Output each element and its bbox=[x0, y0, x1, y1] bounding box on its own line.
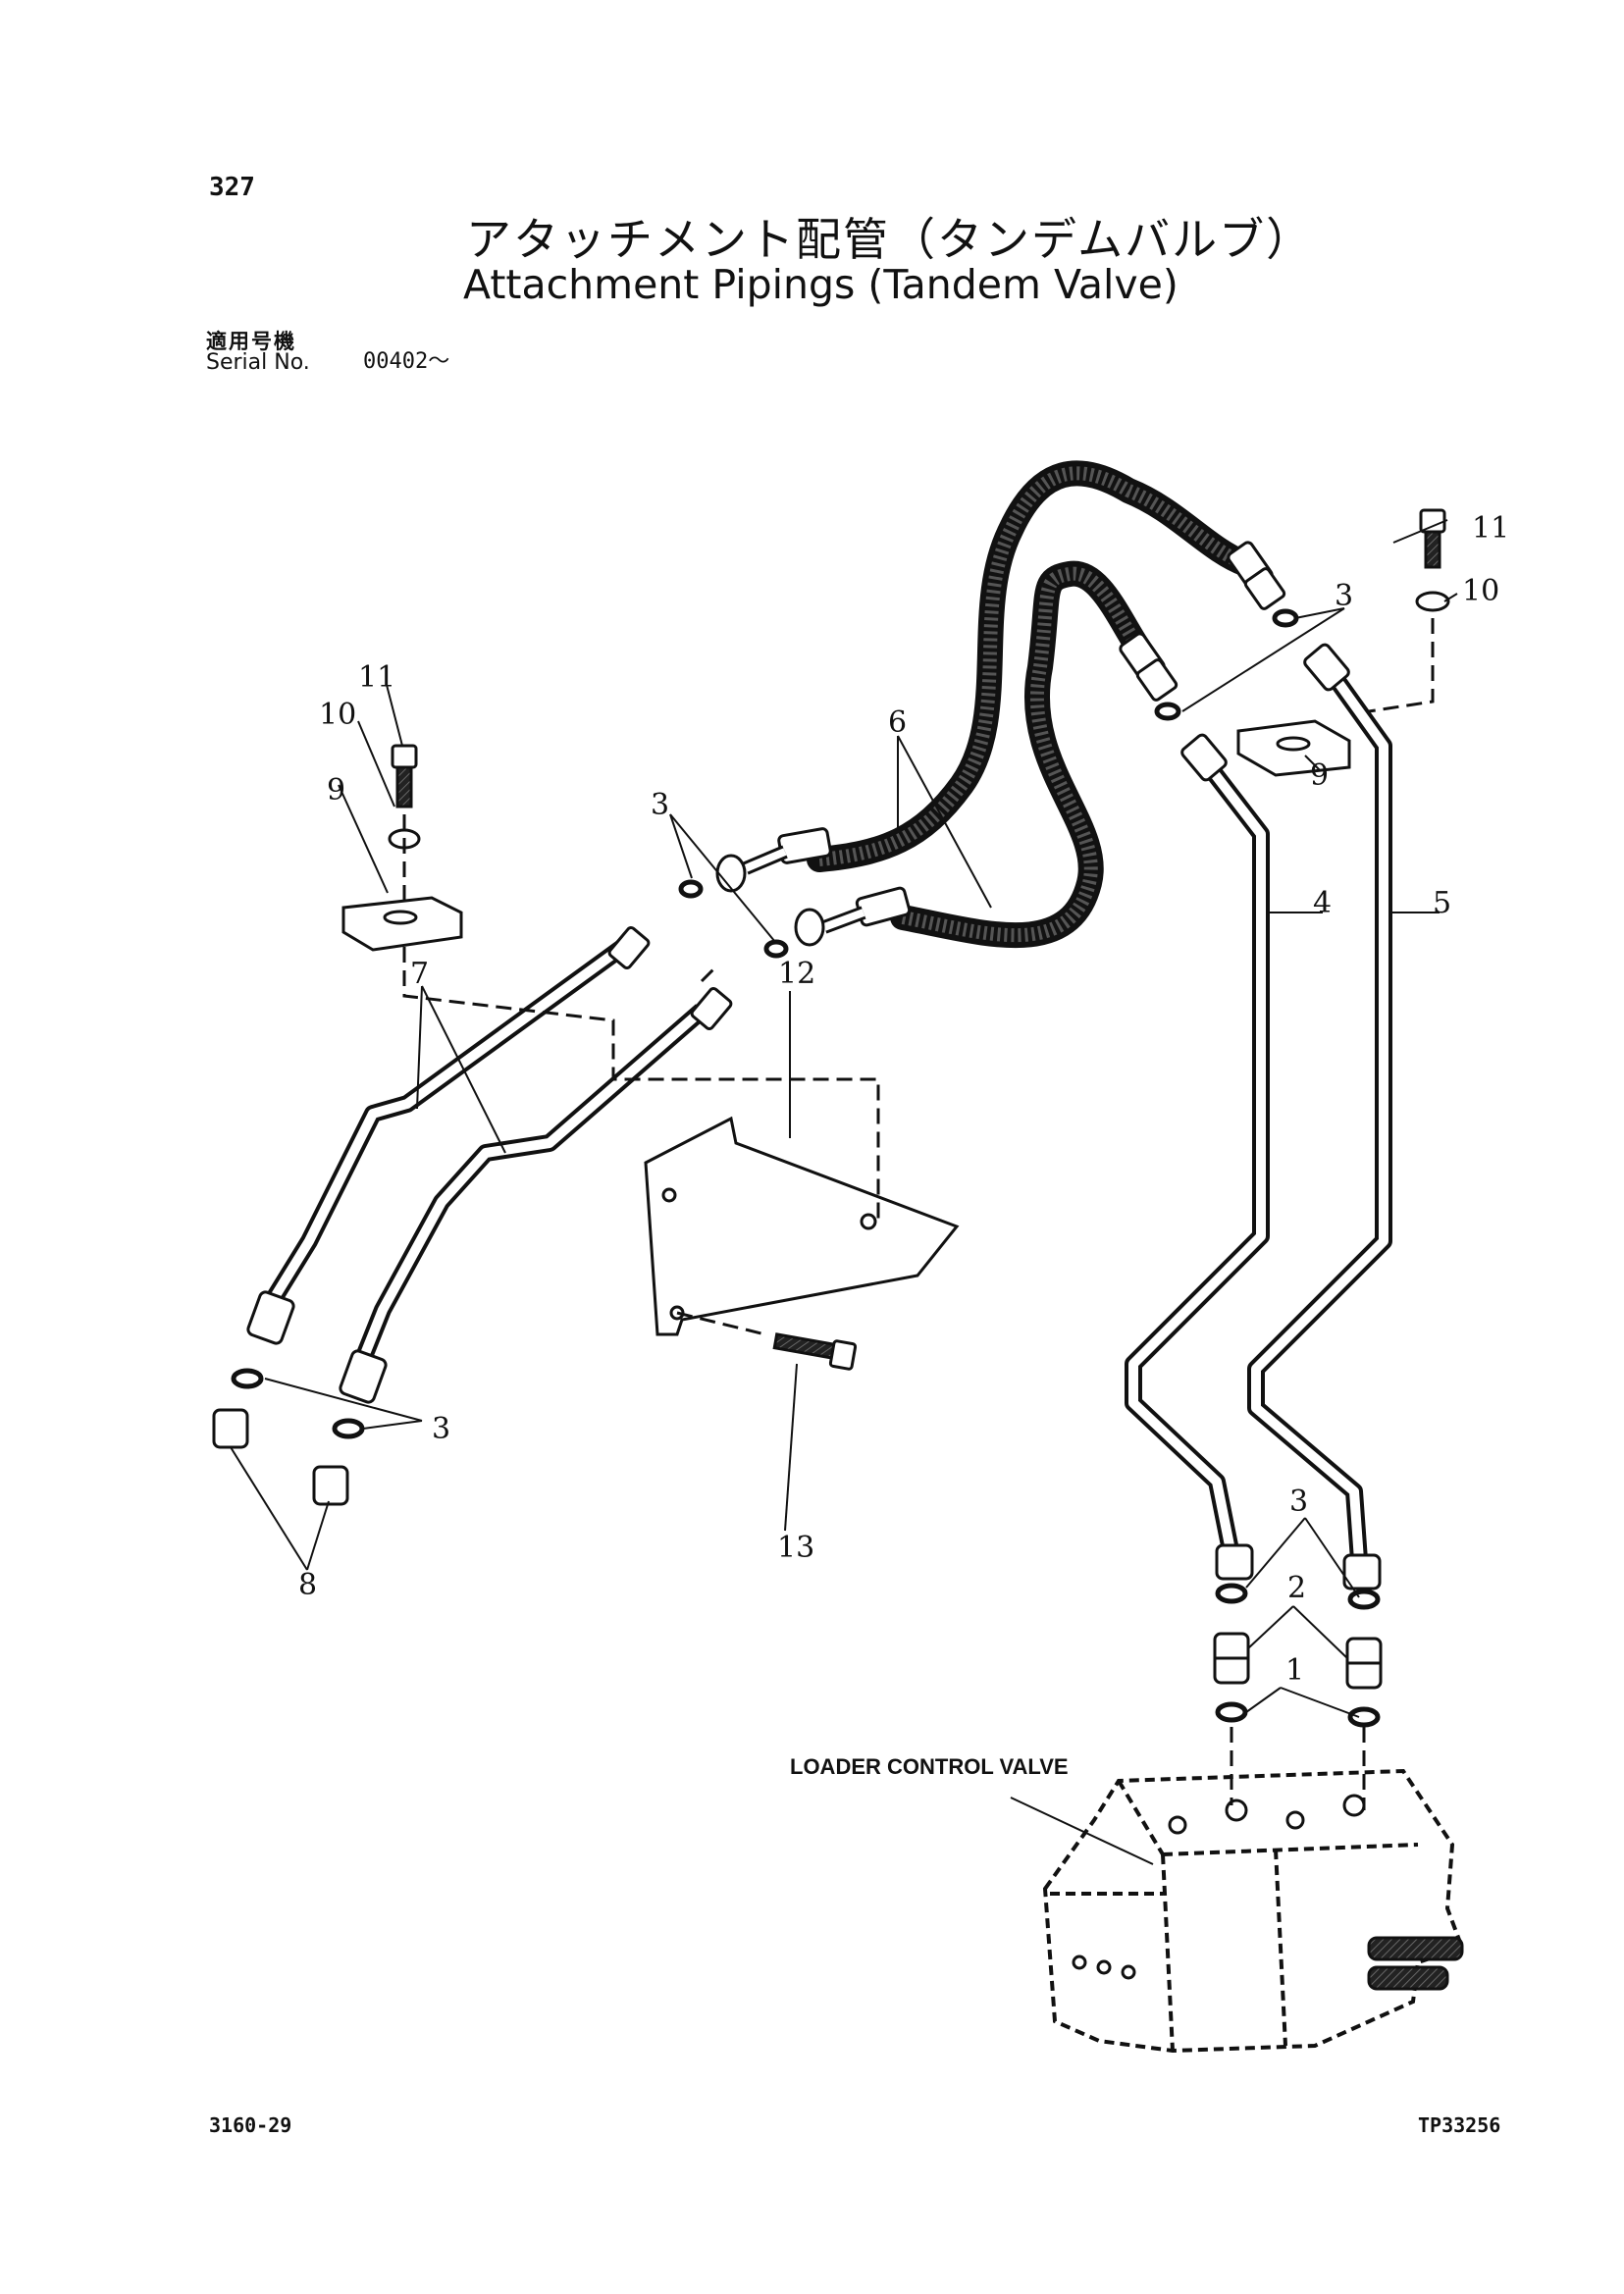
pipe-7-nuts bbox=[246, 925, 733, 1404]
serial-label: 適用号機 Serial No. bbox=[206, 330, 310, 375]
callout-11-left: 11 bbox=[358, 660, 395, 695]
callout-4: 4 bbox=[1313, 886, 1332, 920]
title-english: Attachment Pipings (Tandem Valve) bbox=[463, 261, 1179, 308]
serial-label-en: Serial No. bbox=[206, 350, 310, 375]
callout-8: 8 bbox=[298, 1568, 317, 1602]
hose-fittings bbox=[777, 541, 1286, 927]
hose-upper bbox=[807, 460, 1259, 872]
document-code: 3160-29 bbox=[209, 2113, 292, 2137]
hose-lower bbox=[890, 560, 1151, 949]
clamp-right-9 bbox=[1236, 719, 1351, 777]
callout-12: 12 bbox=[778, 957, 815, 991]
clamp-left-9 bbox=[341, 896, 463, 952]
loader-control-valve-label: LOADER CONTROL VALVE bbox=[790, 1754, 1069, 1779]
callout-3-bottom: 3 bbox=[432, 1412, 450, 1446]
page-number: 327 bbox=[209, 173, 255, 202]
serial-label-jp: 適用号機 bbox=[206, 330, 296, 353]
hose-swivel-ends bbox=[715, 845, 866, 947]
figure-code: TP33256 bbox=[1418, 2113, 1501, 2137]
callout-10-right: 10 bbox=[1462, 574, 1499, 608]
dashed-leaders bbox=[402, 618, 1435, 1810]
callout-11-right: 11 bbox=[1472, 511, 1509, 546]
bolts-washers bbox=[388, 508, 1450, 850]
valve-spools bbox=[1367, 1936, 1464, 1991]
plug-nuts-8 bbox=[212, 1408, 349, 1506]
callout-6: 6 bbox=[888, 705, 907, 740]
bolt-13 bbox=[772, 1332, 858, 1371]
callout-leaders bbox=[230, 519, 1458, 1865]
callout-1: 1 bbox=[1285, 1653, 1304, 1688]
callout-2: 2 bbox=[1287, 1571, 1306, 1605]
callout-9-left: 9 bbox=[327, 773, 345, 808]
title-japanese: アタッチメント配管（タンデムバルブ） bbox=[466, 213, 1314, 266]
serial-value: 00402～ bbox=[363, 349, 450, 374]
pipe-4-5-nuts bbox=[1180, 643, 1382, 1590]
callout-13: 13 bbox=[777, 1531, 814, 1565]
callout-3-valve: 3 bbox=[1289, 1485, 1308, 1519]
callout-5: 5 bbox=[1433, 886, 1451, 920]
callout-3-top: 3 bbox=[1335, 579, 1353, 613]
callout-10-left: 10 bbox=[319, 698, 356, 732]
callout-3-left: 3 bbox=[651, 788, 669, 822]
o-rings bbox=[231, 608, 1381, 1728]
loader-control-valve bbox=[1042, 1768, 1465, 2054]
callout-7: 7 bbox=[410, 957, 429, 991]
bracket-12 bbox=[644, 1116, 960, 1336]
adapters-2 bbox=[1213, 1632, 1383, 1690]
callout-9-right: 9 bbox=[1310, 758, 1329, 793]
